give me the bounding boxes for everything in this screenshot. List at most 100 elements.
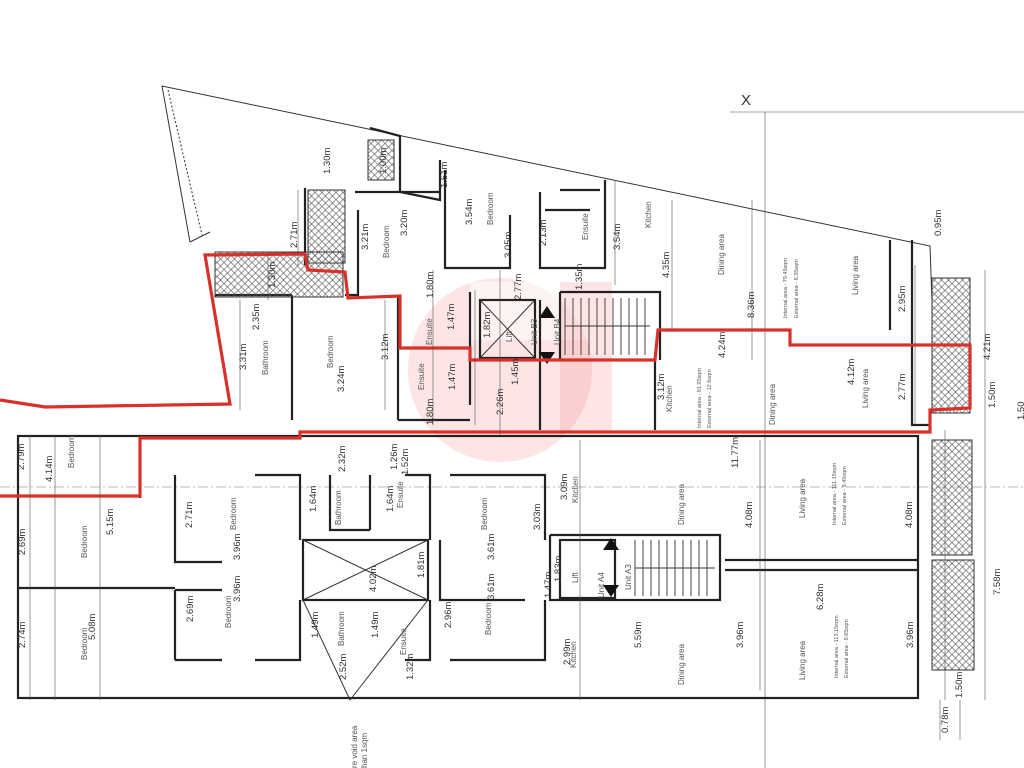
void-area [301,538,430,701]
room-label: Bedroom [484,602,493,635]
dim-label: 1.30m [267,262,278,288]
room-label: Bedroom [224,595,233,628]
dim-label: 4.08m [904,502,915,528]
unit-b3-label: Unit B3 [530,318,539,345]
dim-label: 3.96m [735,622,746,648]
area-b4-external: External area - 8.35sqm [794,259,800,318]
planter-upper-3 [214,251,344,298]
dim-label: 1.80m [425,272,436,298]
dim-label: 3.61m [486,534,497,560]
dim-label: 1.50m [954,672,965,698]
dim-label: 5.59m [633,622,644,648]
dim-label: 1.64m [308,486,319,512]
dim-label: 3.54m [464,199,475,225]
room-label: Ensuite [399,628,408,655]
room-label: Living area [851,255,860,295]
room-label: Bedroom [326,335,335,368]
dim-label: 2.26m [495,389,506,415]
dim-label: 1.51m [439,162,450,188]
room-label: Bedroom [67,435,76,468]
room-label: Dining area [717,234,726,275]
dim-label: 2.74m [17,622,28,648]
void-note: re void area han 1sqm [350,725,369,768]
dim-label: 1.80m [425,399,436,425]
dim-label: 6.28m [815,584,826,610]
dim-label: 3.96m [232,534,243,560]
balcony-right-3 [931,559,975,671]
dim-label: 1.47m [446,304,457,330]
dim-label: 7.58m [992,569,1003,595]
dim-label: 3.24m [336,366,347,392]
planter-upper-2 [367,139,395,181]
room-label: Bedroom [229,497,238,530]
room-label: Bedroom [382,225,391,258]
marker-x-label: X [741,92,751,109]
dim-label: 1.81m [416,552,427,578]
room-label: Kitchen [644,201,653,228]
dim-label: 1.83m [553,556,564,582]
room-label: Living area [861,368,870,408]
dim-label: 1.52m [400,449,411,475]
dim-label: 3.54m [612,224,623,250]
dim-label: 3.61m [486,574,497,600]
balcony-right-2 [931,439,973,556]
dim-label: 2.95m [897,286,908,312]
dim-label: 2.77m [513,274,524,300]
dimension-labels: 1.30m 1.00m 1.51m 2.71m 3.54m 3.20m 3.21… [16,148,1024,733]
room-label: Kitchen [571,476,580,503]
dim-label: 4.35m [661,252,672,278]
unit-b4-label: Unit B4 [553,318,562,345]
dim-label: 3.96m [232,576,243,602]
area-a4-external: External area - 9.65sqm [844,619,850,678]
room-label: Dining area [677,644,686,685]
dim-label: 4.02m [368,566,379,592]
lift-upper [478,298,555,364]
dim-label: 1.00m [378,148,389,174]
site-boundary [161,85,933,303]
dim-label: 1.35m [574,264,585,290]
dim-label: 3.03m [532,504,543,530]
dim-label: 1.50m [987,382,998,408]
room-label: Bathroom [334,490,343,525]
room-label: Dining area [677,484,686,525]
dim-label: 1.50 [1016,402,1024,421]
room-label: Living area [798,640,807,680]
dim-label: 5.15m [105,509,116,535]
dim-label: 2.71m [184,502,195,528]
dim-label: 2.99m [562,639,573,665]
room-label: Ensuite [396,481,405,508]
dim-label: 2.96m [443,602,454,628]
dim-label: 3.05m [503,232,514,258]
dim-label: 2.77m [897,374,908,400]
dim-label: 0.78m [940,707,951,733]
dim-label: 11.77m [730,437,741,468]
room-labels: Bedroom Bedroom Ensuite Kitchen Dining a… [67,192,870,685]
dim-label: 1.47m [543,572,554,598]
room-label: Kitchen [665,385,674,412]
dim-label: 2.79m [16,444,27,470]
dim-label: 1.64m [385,486,396,512]
dim-label: 3.21m [360,224,371,250]
dim-label: 1.49m [310,612,321,638]
walls-lower [16,434,920,700]
dim-label: 3.12m [656,374,667,400]
dim-label: 2.32m [337,446,348,472]
unit-b3-boundary [0,252,972,498]
dim-label: 5.08m [87,614,98,640]
dim-label: 2.71m [289,222,300,248]
dim-label: 3.12m [380,334,391,360]
area-a3-internal: Internal area - 111.15sqm [832,462,838,525]
dim-label: 2.69m [185,596,196,622]
dim-label: 3.31m [238,344,249,370]
dim-label: 4.14m [44,456,55,482]
dim-label: 1.47m [447,364,458,390]
area-b4-internal: Internal area - 79.45sqm [783,258,789,318]
lift-lower [558,538,619,600]
dim-label: 8.36m [746,292,757,318]
room-label: Lift [505,331,514,342]
room-label: Ensuite [581,213,590,240]
unit-a3-label: Unit A3 [624,564,633,590]
area-b3-external: External area - 12.6sqm [707,369,713,428]
void-note-line-2: han 1sqm [360,733,369,768]
